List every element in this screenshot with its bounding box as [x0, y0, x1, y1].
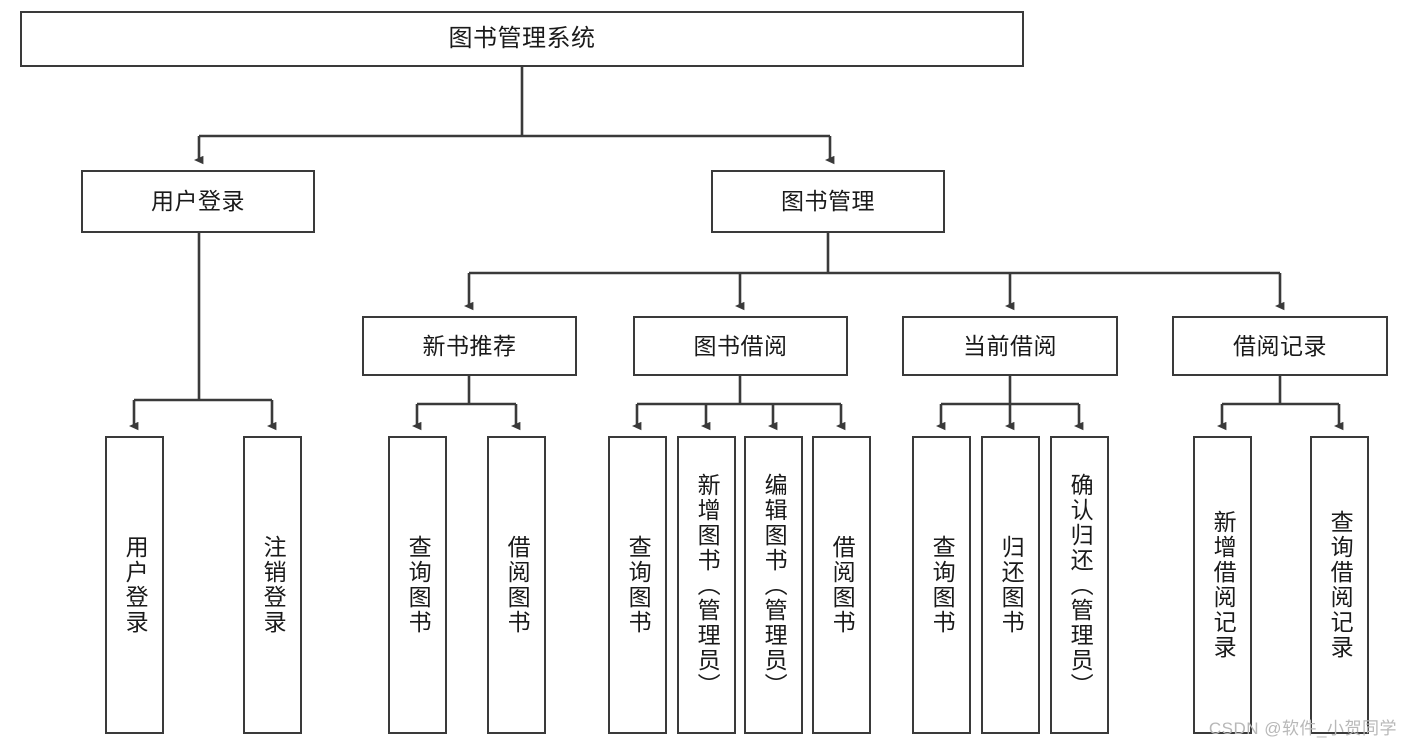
node-label: 查询图书 [405, 535, 432, 635]
node-label: 当前借阅 [963, 332, 1057, 359]
node-label: 图书管理系统 [448, 25, 596, 53]
leaf-confirm-return[interactable]: 确认归还（管理员） [1050, 436, 1109, 734]
node-book-management[interactable]: 图书管理 [711, 170, 945, 233]
leaf-add-borrow-record[interactable]: 新增借阅记录 [1193, 436, 1252, 734]
node-root-system[interactable]: 图书管理系统 [20, 11, 1024, 67]
node-label: 用户登录 [151, 188, 245, 215]
node-user-login[interactable]: 用户登录 [81, 170, 315, 233]
node-book-borrow[interactable]: 图书借阅 [633, 316, 848, 376]
node-label: 注销登录 [260, 535, 287, 635]
node-label: 用户登录 [122, 535, 149, 635]
leaf-logout-login[interactable]: 注销登录 [243, 436, 302, 734]
leaf-borrow-book-2[interactable]: 借阅图书 [812, 436, 871, 734]
leaf-query-borrow-record[interactable]: 查询借阅记录 [1310, 436, 1369, 734]
node-label: 编辑图书（管理员） [761, 472, 788, 698]
leaf-return-book[interactable]: 归还图书 [981, 436, 1040, 734]
node-label: 新增借阅记录 [1210, 510, 1237, 660]
leaf-query-book-2[interactable]: 查询图书 [608, 436, 667, 734]
leaf-query-book-1[interactable]: 查询图书 [388, 436, 447, 734]
node-label: 借阅图书 [504, 535, 531, 635]
node-label: 查询图书 [625, 535, 652, 635]
leaf-user-login[interactable]: 用户登录 [105, 436, 164, 734]
leaf-query-book-3[interactable]: 查询图书 [912, 436, 971, 734]
node-label: 图书管理 [781, 188, 875, 215]
leaf-borrow-book-1[interactable]: 借阅图书 [487, 436, 546, 734]
leaf-edit-book[interactable]: 编辑图书（管理员） [744, 436, 803, 734]
node-label: 借阅图书 [829, 535, 856, 635]
node-label: 新书推荐 [422, 332, 517, 359]
node-current-borrow[interactable]: 当前借阅 [902, 316, 1118, 376]
node-label: 借阅记录 [1233, 332, 1327, 359]
node-label: 归还图书 [998, 535, 1025, 635]
node-new-book-recommend[interactable]: 新书推荐 [362, 316, 577, 376]
node-borrow-record[interactable]: 借阅记录 [1172, 316, 1388, 376]
leaf-add-book[interactable]: 新增图书（管理员） [677, 436, 736, 734]
node-label: 查询图书 [929, 535, 956, 635]
node-label: 图书借阅 [693, 332, 788, 359]
node-label: 查询借阅记录 [1327, 510, 1354, 660]
node-label: 新增图书（管理员） [694, 472, 721, 698]
node-label: 确认归还（管理员） [1067, 472, 1094, 698]
watermark-text: CSDN @软件_小贺同学 [1208, 719, 1397, 738]
